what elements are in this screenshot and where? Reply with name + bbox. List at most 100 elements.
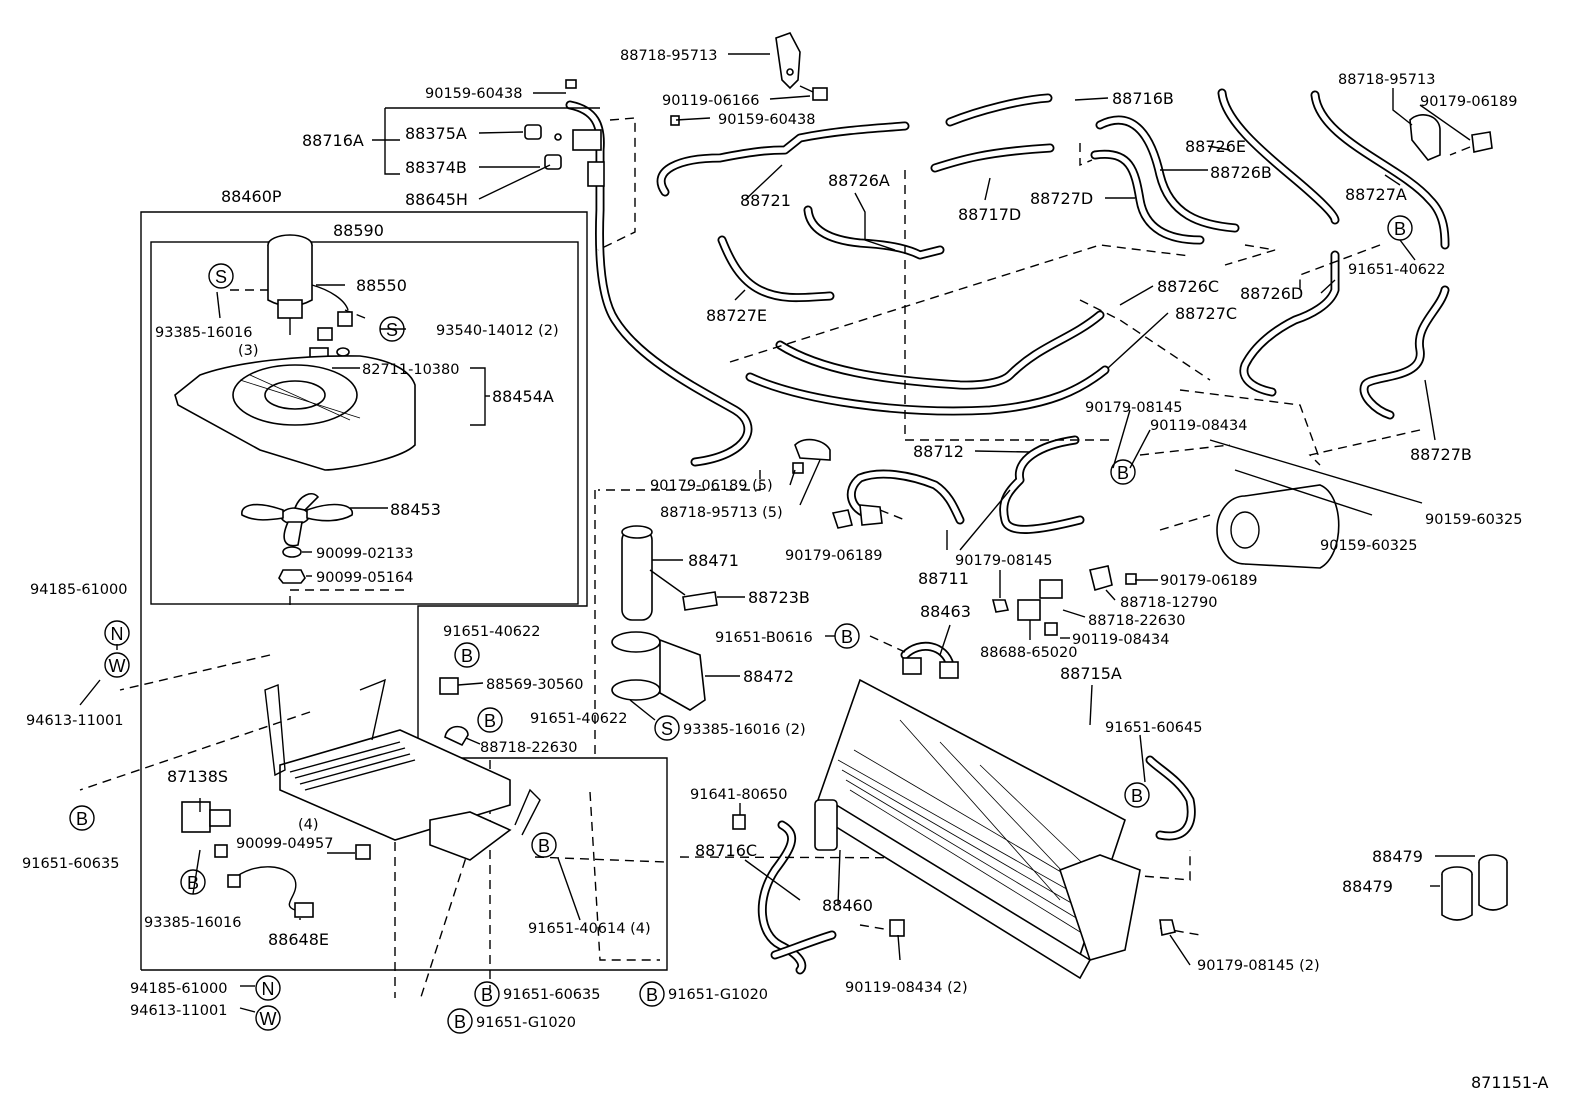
symbol-n-1: N [104, 620, 130, 646]
label-90119-06166: 90119-06166 [662, 93, 760, 109]
svg-text:B: B [1394, 219, 1406, 239]
label-88727A: 88727A [1345, 185, 1407, 204]
label-88569-30560: 88569-30560 [486, 677, 584, 693]
symbol-b-16016: B [180, 869, 206, 895]
label-88472: 88472 [743, 667, 794, 686]
label-88718-95713-top: 88718-95713 [620, 48, 718, 64]
svg-text:B: B [484, 711, 496, 731]
label-88726E: 88726E [1185, 137, 1246, 156]
label-88723B: 88723B [748, 588, 810, 607]
pipe-core-7 [1219, 90, 1338, 223]
label-88711: 88711 [918, 569, 969, 588]
svg-text:B: B [187, 873, 199, 893]
pipe-core-3 [947, 95, 1051, 125]
label-94613-11001-a: 94613-11001 [26, 713, 124, 729]
label-87138S: 87138S [167, 767, 228, 786]
label-3: (3) [238, 343, 259, 359]
pipe-outline-14 [745, 365, 1110, 416]
label-90179-08145-2: 90179-08145 (2) [1197, 958, 1320, 974]
label-90179-06189-d: 90179-06189 [1160, 573, 1258, 589]
pipe-core-8 [1312, 92, 1448, 248]
svg-text:S: S [386, 320, 398, 340]
pipe-outline-6 [1090, 149, 1205, 245]
symbol-b-60635b: B [474, 981, 500, 1007]
label-91651-60635-b: 91651-60635 [503, 987, 601, 1003]
label-88726C: 88726C [1157, 277, 1219, 296]
label-88718-22630-b: 88718-22630 [1088, 613, 1186, 629]
pipe-core-14 [747, 367, 1108, 414]
pipe-core-18 [1147, 757, 1194, 839]
pipe-core-10 [1361, 287, 1448, 418]
pipe-core-17 [902, 643, 953, 668]
label-88712: 88712 [913, 442, 964, 461]
label-90099-05164: 90099-05164 [316, 570, 414, 586]
label-88715A: 88715A [1060, 664, 1122, 683]
label-90119-08434-2: 90119-08434 (2) [845, 980, 968, 996]
label-88718-12790: 88718-12790 [1120, 595, 1218, 611]
label-88374B: 88374B [405, 158, 467, 177]
svg-text:B: B [454, 1012, 466, 1032]
svg-text:N: N [262, 979, 275, 999]
svg-text:S: S [661, 719, 673, 739]
label-88645H: 88645H [405, 190, 468, 209]
pipe-core-9 [1241, 252, 1338, 395]
label-88471: 88471 [688, 551, 739, 570]
pipe-core-20 [772, 932, 835, 958]
label-90179-06189-c: 90179-06189 [785, 548, 883, 564]
pipe-core-16 [848, 471, 963, 523]
svg-text:B: B [841, 627, 853, 647]
label-91651-40614: 91651-40614 (4) [528, 921, 651, 937]
label-4: (4) [298, 817, 319, 833]
label-90159-60438-a: 90159-60438 [425, 86, 523, 102]
label-88590: 88590 [333, 221, 384, 240]
label-88718-95713-r: 88718-95713 [1338, 72, 1436, 88]
pipe-core-5 [1097, 117, 1238, 231]
pipe-core-4 [932, 145, 1053, 171]
pipe-core-11 [805, 207, 943, 258]
label-88454A: 88454A [492, 387, 554, 406]
symbol-b-compressor: B [1110, 459, 1136, 485]
parts [174, 32, 1508, 980]
label-91651-B0616: 91651-B0616 [715, 630, 813, 646]
label-82711-10380: 82711-10380 [362, 362, 460, 378]
label-88688-65020: 88688-65020 [980, 645, 1078, 661]
label-93385-16016-3: 93385-16016 [155, 325, 253, 341]
symbol-b-40622b: B [477, 707, 503, 733]
label-88716B: 88716B [1112, 89, 1174, 108]
label-93385-16016-b: 93385-16016 [144, 915, 242, 931]
pipe-outline-18 [1145, 755, 1196, 841]
label-91641-80650: 91641-80650 [690, 787, 788, 803]
label-88375A: 88375A [405, 124, 467, 143]
symbol-s-88472: S [654, 715, 680, 741]
label-88460: 88460 [822, 896, 873, 915]
label-88718-95713-5: 88718-95713 (5) [660, 505, 783, 521]
symbol-b-60645: B [1124, 782, 1150, 808]
label-88716C: 88716C [695, 841, 757, 860]
symbol-b-g1020a: B [639, 981, 665, 1007]
label-88648E: 88648E [268, 930, 329, 949]
label-88726A: 88726A [828, 171, 890, 190]
symbol-s-93385: S [208, 263, 234, 289]
label-93385-16016-2: 93385-16016 (2) [683, 722, 806, 738]
symbol-n-2: N [255, 975, 281, 1001]
label-88726D: 88726D [1240, 284, 1303, 303]
label-91651-60635-a: 91651-60635 [22, 856, 120, 872]
pipe-core-15 [1001, 437, 1083, 533]
label-90159-60325-b: 90159-60325 [1320, 538, 1418, 554]
label-91651-G1020-b: 91651-G1020 [476, 1015, 576, 1031]
svg-text:W: W [109, 656, 126, 676]
label-88718-22630-a: 88718-22630 [480, 740, 578, 756]
label-90179-08145-a: 90179-08145 [1085, 400, 1183, 416]
symbol-b-g1020b: B [447, 1008, 473, 1034]
label-88453: 88453 [390, 500, 441, 519]
label-88463: 88463 [920, 602, 971, 621]
label-90119-08434-a: 90119-08434 [1150, 418, 1248, 434]
svg-text:B: B [538, 836, 550, 856]
label-88460P: 88460P [221, 187, 282, 206]
label-90179-08145-b: 90179-08145 [955, 553, 1053, 569]
label-88727C: 88727C [1175, 304, 1237, 323]
part-labels: 88718-95713 90159-60438 90119-06166 9015… [22, 48, 1549, 1092]
label-88716A: 88716A [302, 131, 364, 150]
label-91651-G1020-a: 91651-G1020 [668, 987, 768, 1003]
svg-text:N: N [111, 624, 124, 644]
